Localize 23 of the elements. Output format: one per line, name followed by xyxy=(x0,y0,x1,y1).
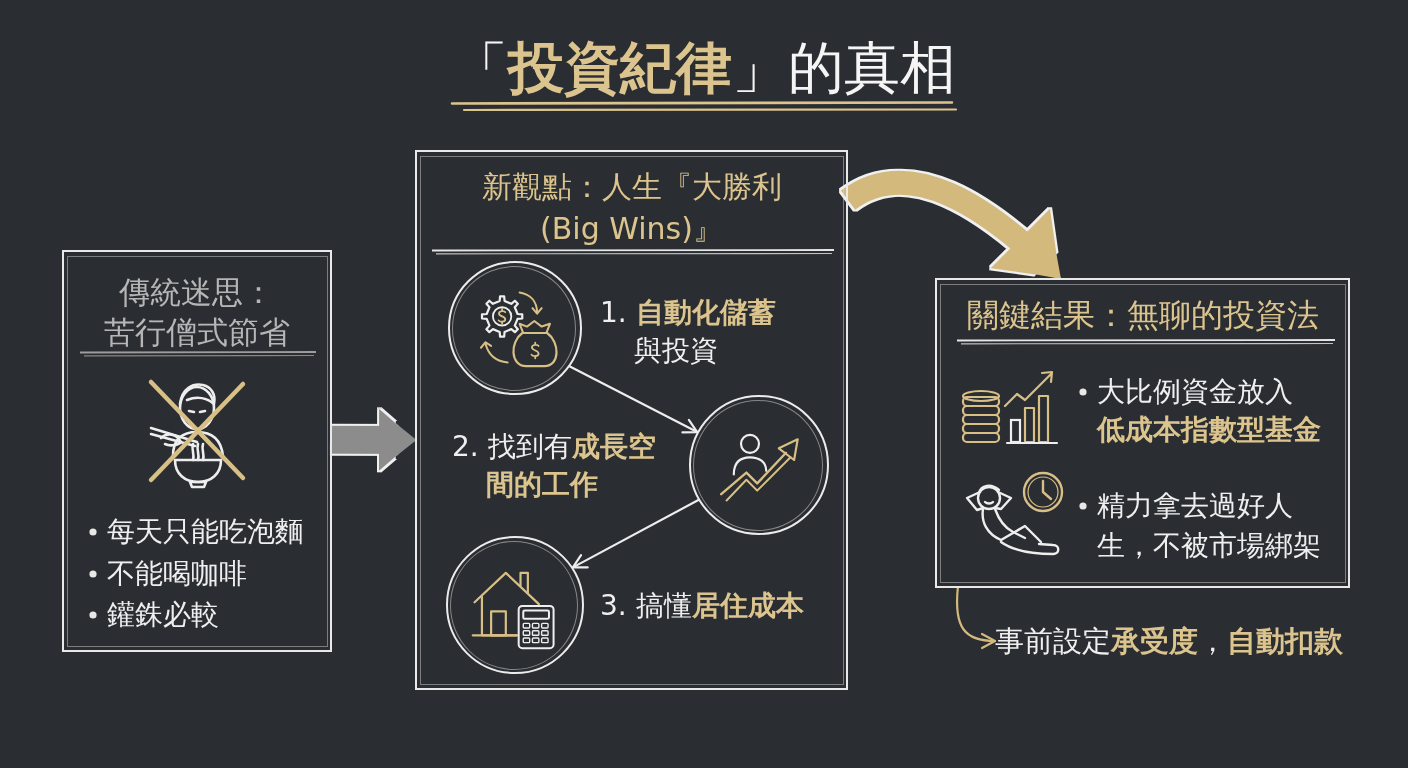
curved-arrow xyxy=(956,586,997,649)
panel-heading: 傳統迷思：苦行僧式節省 xyxy=(103,273,291,352)
bullet-text: 每天只能吃泡麵 xyxy=(107,514,303,550)
step-text: 1. 自動化儲蓄與投資 xyxy=(600,295,777,369)
panel-heading: 關鍵結果：無聊的投資法 xyxy=(966,295,1319,336)
bullet-text: 大比例資金放入低成本指數型基金 xyxy=(1097,374,1322,448)
step-circle xyxy=(446,536,584,674)
bullet-text: 不能喝咖啡 xyxy=(107,556,247,592)
panel xyxy=(62,250,332,652)
block-arrow xyxy=(331,408,416,471)
note-text: 事前設定承受度，自動扣款 xyxy=(995,621,1343,661)
bullet-text: 鑵銖必較 xyxy=(107,597,219,633)
title: 「投資紀律」的真相 xyxy=(452,34,956,102)
step-text: 2. 找到有成長空間的工作 xyxy=(452,429,657,503)
panel-heading: 新觀點：人生『大勝利(Big Wins)』 xyxy=(480,168,783,248)
bullet-text: 精力拿去過好人生，不被市場綁架 xyxy=(1097,488,1322,564)
arrow xyxy=(568,365,699,434)
step-text: 3. 搞懂居住成本 xyxy=(600,588,804,624)
step-circle xyxy=(448,261,582,395)
arrow xyxy=(571,498,700,569)
panel xyxy=(935,278,1350,588)
step-circle xyxy=(689,395,829,535)
panel xyxy=(415,150,848,690)
